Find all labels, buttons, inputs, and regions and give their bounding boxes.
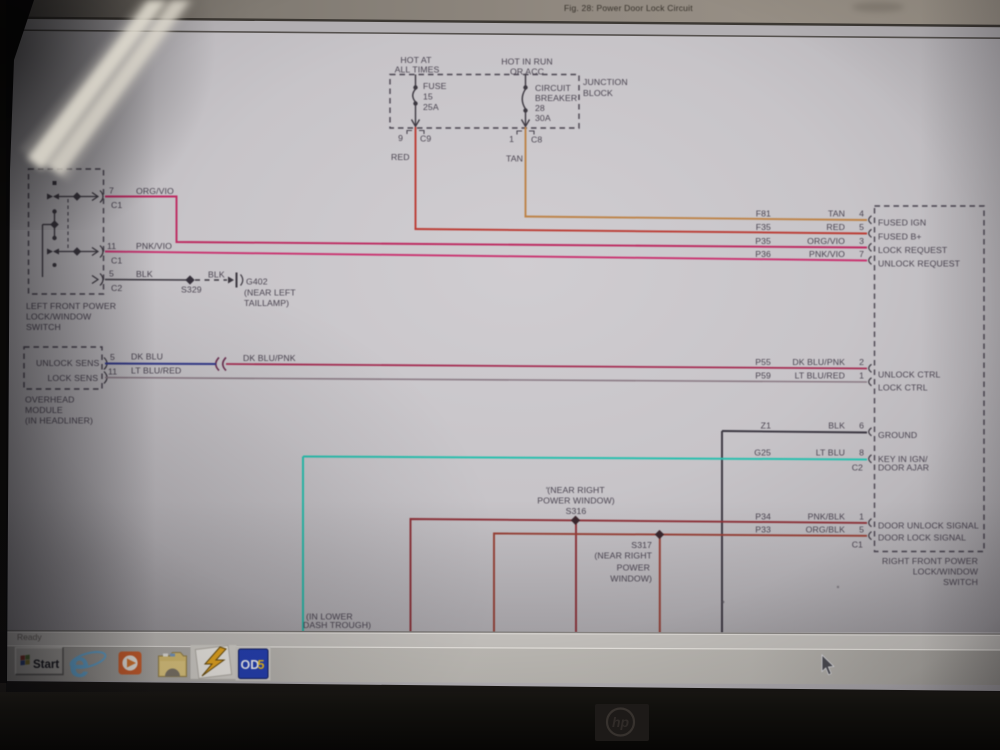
svg-text:hp: hp — [612, 714, 630, 730]
